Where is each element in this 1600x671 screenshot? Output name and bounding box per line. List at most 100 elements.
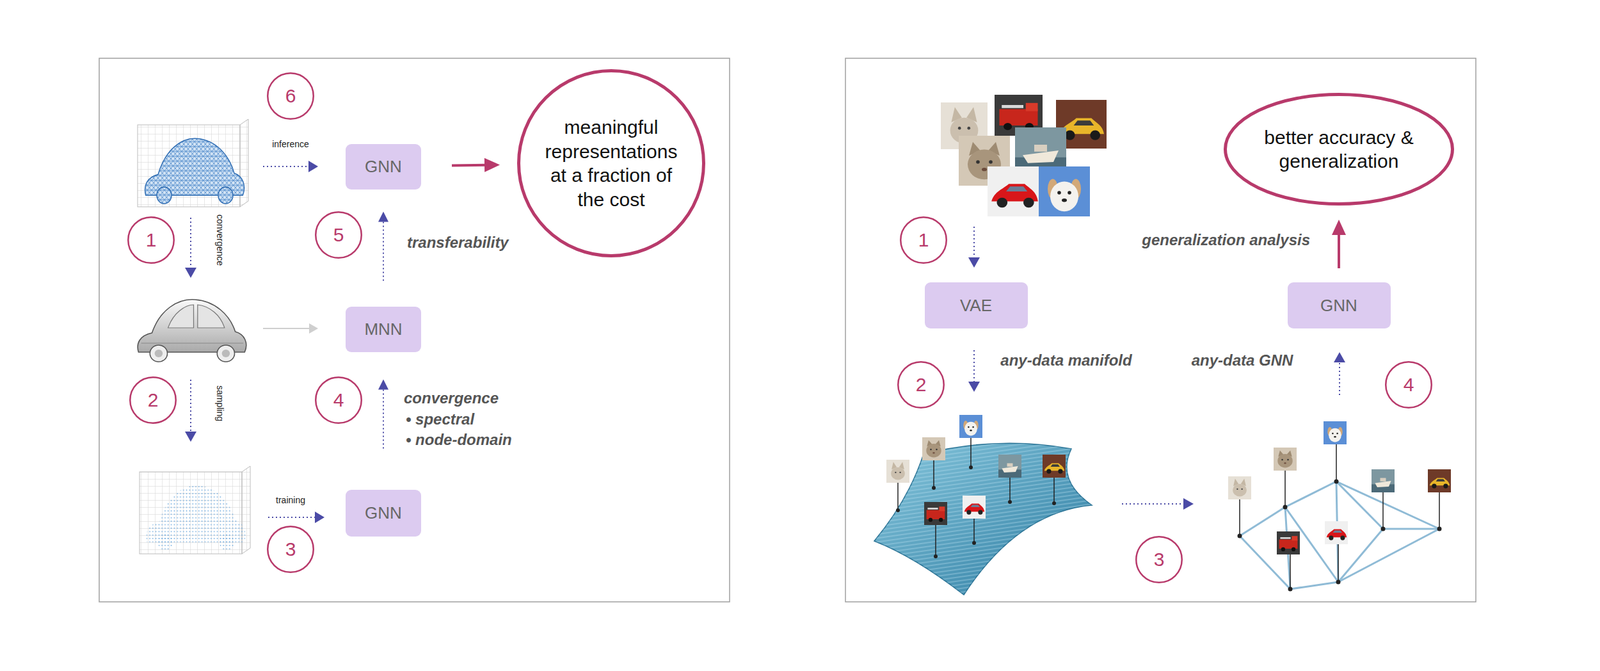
flow-arrow <box>263 327 310 329</box>
panel-frame <box>99 58 730 602</box>
node-text: GNN <box>364 156 402 178</box>
solid-car <box>168 304 194 328</box>
annotation: • spectral <box>405 410 475 429</box>
flow-arrow <box>1333 352 1346 363</box>
node-outline-shape <box>128 216 175 264</box>
data-graph <box>1381 526 1386 532</box>
mesh-car <box>156 186 172 204</box>
data-graph <box>1283 504 1288 510</box>
data-graph <box>1276 531 1300 555</box>
flow-arrow <box>308 160 319 173</box>
node-outline-shape <box>267 72 314 120</box>
node-text: 1 <box>145 227 157 253</box>
data-graph <box>1324 520 1348 544</box>
data-graph <box>1382 492 1384 529</box>
step-label: inference <box>272 138 310 150</box>
data-manifold <box>973 518 975 543</box>
data-graph <box>1289 554 1291 589</box>
image-collage <box>940 94 1107 217</box>
node-text: 1 <box>918 227 930 253</box>
node-text: 4 <box>333 387 345 413</box>
data-manifold <box>962 495 986 519</box>
arrow-head <box>484 158 500 173</box>
connector-line <box>382 388 384 449</box>
data-manifold <box>896 508 900 512</box>
data-manifold <box>874 442 1092 595</box>
node-text: 5 <box>333 222 345 248</box>
callout-number: 4 <box>314 376 363 424</box>
point-cloud-car <box>142 481 250 551</box>
data-graph <box>1383 528 1440 530</box>
data-graph <box>1239 499 1241 536</box>
data-graph <box>1371 469 1395 493</box>
mesh-car <box>145 138 245 196</box>
data-graph <box>1437 526 1442 532</box>
data-graph <box>1284 470 1286 507</box>
solid-car <box>216 344 235 362</box>
node-outline-shape <box>267 526 314 573</box>
data-manifold <box>933 460 935 488</box>
point-cloud-car <box>139 465 251 554</box>
point-cloud-car <box>158 533 173 551</box>
point-cloud-car <box>219 533 235 551</box>
callout-number: 3 <box>266 525 315 573</box>
annotation: • node-domain <box>405 430 512 450</box>
data-manifold <box>874 414 1092 595</box>
callout-number: 1 <box>127 216 175 264</box>
step-label: convergence <box>215 214 226 266</box>
solid-car <box>197 304 225 328</box>
data-manifold <box>970 437 972 468</box>
callout-number: 6 <box>266 72 315 120</box>
data-manifold <box>897 482 899 511</box>
node-text: better accuracy & generalization <box>1258 125 1419 174</box>
solid-car <box>141 342 244 344</box>
connector <box>378 379 389 449</box>
arrow-head <box>378 379 389 390</box>
node-outline <box>517 69 706 258</box>
mesh-car <box>140 134 249 204</box>
data-graph <box>1239 444 1440 589</box>
data-graph <box>1427 469 1451 493</box>
flow-arrow <box>1338 361 1341 395</box>
outcome-ellipse: better accuracy & generalization <box>1223 92 1455 206</box>
solid-car <box>137 299 247 362</box>
connector-line <box>382 220 384 281</box>
flow-arrow <box>263 165 310 168</box>
model-box: GNN <box>345 144 422 190</box>
data-manifold <box>1052 501 1056 505</box>
node-outline-shape <box>315 211 362 258</box>
connector-line <box>451 163 486 168</box>
edge-label: generalization analysis <box>1140 231 1312 250</box>
node-outline-shape <box>897 361 944 408</box>
data-manifold <box>972 540 976 545</box>
data-manifold <box>897 437 1055 557</box>
node-outline-shape <box>900 216 947 264</box>
point-cloud-car <box>142 481 250 551</box>
panel-frame <box>845 58 1476 602</box>
node-text: 3 <box>1153 547 1165 572</box>
node-outline <box>1223 92 1455 206</box>
annotation: any-data GNN <box>1191 351 1294 370</box>
model-box: GNN <box>1287 282 1391 329</box>
data-graph <box>1323 421 1347 445</box>
connector <box>378 211 389 281</box>
data-graph <box>1285 481 1337 507</box>
node-text: 6 <box>285 83 297 109</box>
data-graph <box>1290 581 1339 589</box>
data-manifold <box>933 554 938 559</box>
data-graph <box>1228 476 1252 500</box>
data-graph <box>1438 492 1440 529</box>
model-box: GNN <box>345 489 422 537</box>
callout-number: 1 <box>899 216 948 264</box>
flow-arrow <box>973 350 975 383</box>
model-box: VAE <box>924 282 1028 329</box>
data-manifold <box>1008 499 1012 504</box>
step-label: training <box>275 494 306 506</box>
data-manifold <box>931 485 936 490</box>
node-text: GNN <box>1320 295 1358 317</box>
data-graph <box>1338 528 1440 582</box>
solid-car <box>149 344 168 362</box>
data-manifold <box>924 501 948 525</box>
outcome-circle: meaningful representations at a fraction… <box>517 69 706 258</box>
